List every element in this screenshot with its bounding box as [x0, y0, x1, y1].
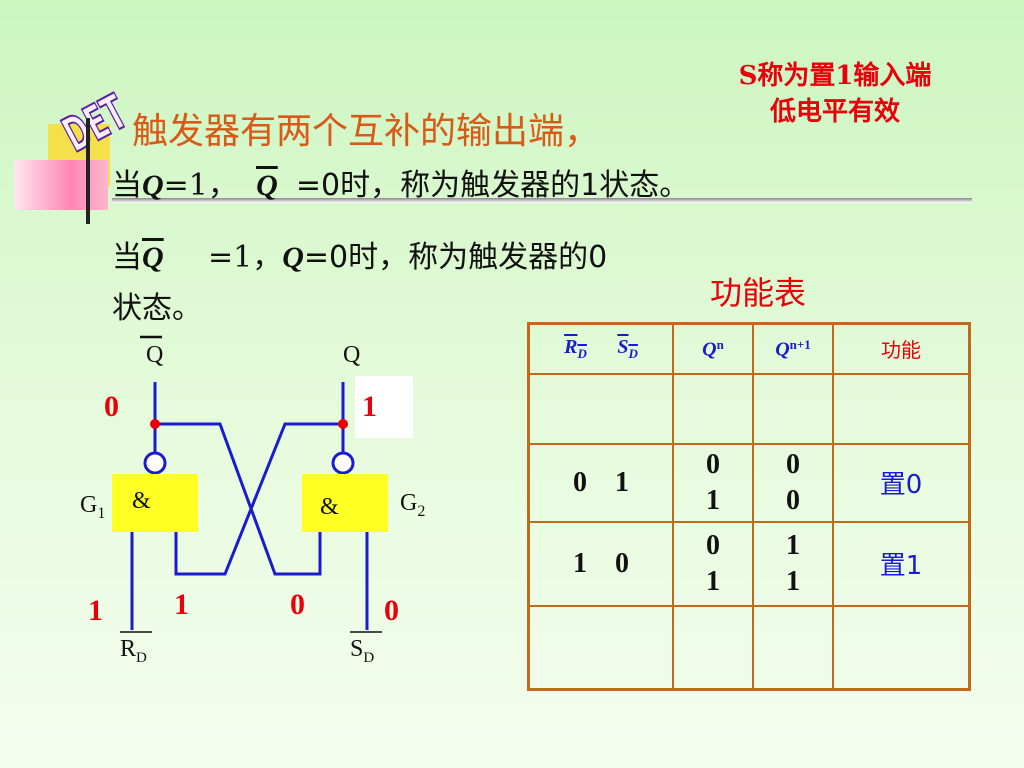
- slide-title: 触发器有两个互补的输出端，: [132, 111, 601, 152]
- cross-left-value: 1: [174, 588, 189, 621]
- row0-rs: [527, 372, 674, 445]
- line2-prefix: 当: [112, 240, 142, 275]
- note-line-1: S称为置1输入端: [738, 61, 932, 91]
- row0-func: [832, 372, 971, 445]
- note-box: S称为置1输入端 低电平有效: [690, 58, 980, 130]
- line1-eq2: =0时，称为触发器的1状态。: [295, 168, 690, 203]
- logo-bar-pink: [14, 160, 108, 210]
- row0-qn1: [752, 372, 834, 445]
- function-table: RD SD Qn Qn+1 功能 0 1 0 1 0 0 置0 1 0 0 1 …: [527, 322, 971, 691]
- header-rd: RD: [564, 335, 587, 361]
- table-header-row: RD SD Qn Qn+1 功能: [527, 322, 971, 375]
- line1-prefix: 当: [112, 168, 142, 203]
- row3-qn1: [752, 604, 834, 691]
- row2-qn1: 1 1: [752, 520, 834, 607]
- gate-g1-symbol: &: [132, 488, 151, 514]
- line1-q: Q: [142, 169, 164, 202]
- text-line-2: 当Q=1，Q=0时，称为触发器的0: [112, 232, 607, 276]
- header-sd: SD: [617, 335, 638, 361]
- row3-func: [832, 604, 971, 691]
- line1-eq1: =1，: [163, 168, 238, 203]
- row3-qn: [672, 604, 754, 691]
- function-table-title: 功能表: [710, 274, 807, 312]
- row1-qn1: 0 0: [752, 442, 834, 523]
- line1-qbar: Q: [256, 169, 278, 202]
- table-row: 1 0 0 1 1 1 置1: [527, 520, 971, 607]
- line2-eq2: =0时，称为触发器的0: [303, 240, 608, 275]
- title-rule: [112, 198, 972, 203]
- g2-label: G2: [400, 490, 425, 521]
- qbar-value: 0: [104, 390, 119, 423]
- q-value: 1: [362, 390, 377, 423]
- row1-func: 置0: [832, 442, 971, 523]
- logo-divider: [86, 118, 90, 224]
- row2-rs: 1 0: [527, 520, 674, 607]
- rd-subscript: D: [136, 649, 147, 666]
- sd-label: SD: [350, 636, 374, 667]
- text-line-3: 状态。: [112, 291, 202, 326]
- g2-subscript: 2: [417, 502, 426, 520]
- row0-qn: [672, 372, 754, 445]
- rd-label: RD: [120, 636, 147, 667]
- gate-g2: &: [302, 474, 388, 532]
- line2-qbar: Q: [142, 241, 164, 274]
- sd-subscript: D: [363, 649, 375, 666]
- table-row: 0 1 0 1 0 0 置0: [527, 442, 971, 523]
- row2-qn: 0 1: [672, 520, 754, 607]
- q-output-label: Q: [343, 342, 361, 368]
- row1-qn: 0 1: [672, 442, 754, 523]
- g1-subscript: 1: [97, 504, 106, 522]
- header-func: 功能: [832, 322, 971, 375]
- qbar-output-label: Q: [146, 342, 164, 368]
- header-rd-sd: RD SD: [527, 322, 674, 375]
- header-qn: Qn: [672, 322, 754, 375]
- g2-letter: G: [400, 490, 418, 516]
- gate-g2-symbol: &: [320, 494, 339, 520]
- cross-right-value: 0: [290, 588, 305, 621]
- g1-label: G1: [80, 492, 105, 523]
- sd-letter: S: [350, 636, 364, 662]
- output-label-box: [355, 376, 413, 438]
- table-row: [527, 604, 971, 691]
- text-line-1: 当Q=1，Q=0时，称为触发器的1状态。: [112, 160, 689, 204]
- header-qn1: Qn+1: [752, 322, 834, 375]
- note-line-2: 低电平有效: [769, 97, 900, 127]
- sd-value: 0: [384, 594, 399, 627]
- row2-func: 置1: [832, 520, 971, 607]
- rd-letter: R: [120, 636, 137, 662]
- gate-g1: &: [112, 474, 198, 532]
- g1-letter: G: [80, 492, 98, 518]
- line2-q: Q: [282, 241, 304, 274]
- row3-rs: [527, 604, 674, 691]
- rd-value: 1: [88, 594, 103, 627]
- line2-eq1: =1，: [208, 240, 283, 275]
- table-row: [527, 372, 971, 445]
- row1-rs: 0 1: [527, 442, 674, 523]
